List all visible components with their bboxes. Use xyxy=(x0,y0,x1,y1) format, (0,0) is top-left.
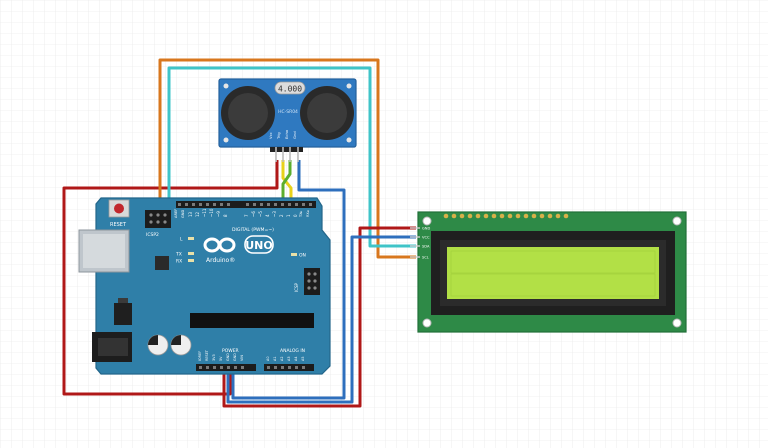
analog-label: ANALOG IN xyxy=(280,348,305,354)
digital-pin-label: ~10 xyxy=(209,208,214,217)
led-rx xyxy=(188,259,194,262)
power-pin-label: RESET xyxy=(205,349,209,361)
crystal xyxy=(274,81,306,95)
lcd-character-cells xyxy=(450,250,656,297)
mounting-hole xyxy=(346,83,352,89)
led-rx-label: RX xyxy=(176,259,182,265)
reset-label: RESET xyxy=(110,222,127,228)
mounting-hole xyxy=(672,216,682,226)
mounting-hole xyxy=(223,83,229,89)
mounting-hole xyxy=(422,318,432,328)
sensor-pin-label: Gnd xyxy=(292,131,297,139)
voltage-regulator xyxy=(114,303,132,325)
analog-pin-label: A0 xyxy=(266,357,270,361)
icsp2-header xyxy=(145,210,171,228)
lcd-pin-label: GND xyxy=(422,227,430,231)
mounting-hole xyxy=(346,137,352,143)
arduino-logo xyxy=(203,237,236,253)
arduino-uno-board[interactable]: RESET ICSP2 AREF GND 13 12 ~11 ~10 ~9 8 … xyxy=(78,197,331,375)
wire-cyan-top xyxy=(167,66,416,248)
ultrasonic-sensor[interactable]: 4.000 HC-SR04 Vcc Trig Echo Gnd xyxy=(218,78,357,162)
uno-badge xyxy=(244,235,274,254)
led-l-label: L xyxy=(180,237,183,243)
wire-blue-gnd xyxy=(231,160,346,400)
digital-pin-label: 4 xyxy=(265,214,270,217)
lcd-pin-label: SDA xyxy=(422,245,430,249)
sensor-header xyxy=(270,147,303,152)
wire-red-lcd xyxy=(222,226,416,408)
led-tx-label: TX xyxy=(175,252,182,258)
gnd-label: GND xyxy=(181,210,185,218)
mounting-hole xyxy=(422,216,432,226)
wire-orange-top xyxy=(158,58,416,259)
power-label: POWER xyxy=(222,348,239,354)
digital-pin-label: 1 xyxy=(286,214,291,217)
wire-red-vcc xyxy=(62,160,279,396)
sensor-model: HC-SR04 xyxy=(278,109,298,115)
led-tx xyxy=(188,252,194,255)
analog-pin-label: A3 xyxy=(287,357,291,361)
digital-pin-label: 7 xyxy=(244,214,249,217)
digital-pin-label: ~5 xyxy=(258,211,263,217)
uno-logo-text: UNO xyxy=(245,239,273,252)
digital-pin-label: ~6 xyxy=(251,211,256,217)
analog-pin-label: A1 xyxy=(273,357,277,361)
icsp-header xyxy=(304,268,320,295)
power-pin-label: VIN xyxy=(240,355,244,361)
power-pin-label: GND xyxy=(226,353,230,361)
digital-pin-label: 2 xyxy=(279,214,284,217)
atmega-chip xyxy=(190,313,314,328)
digital-pin-label: 8 xyxy=(223,214,228,217)
sensor-display: 4.000 xyxy=(278,85,302,94)
wire-green-echo xyxy=(281,160,292,210)
digital-label: DIGITAL (PWM=~) xyxy=(232,227,274,233)
lcd-module[interactable]: GND VCC SDA SCL xyxy=(410,211,687,333)
power-header xyxy=(196,364,256,371)
digital-pin-label: 0 xyxy=(293,214,298,217)
power-pin-label: GND xyxy=(233,353,237,361)
digital-pin-label: ~3 xyxy=(272,211,277,217)
power-pin-label: 5V xyxy=(219,356,223,361)
icsp2-label: ICSP2 xyxy=(146,232,159,238)
rx-pin-label: RX◂ xyxy=(306,210,310,217)
digital-pin-label: 13 xyxy=(188,211,193,217)
sensor-pin-label: Vcc xyxy=(268,132,273,139)
aref-label: AREF xyxy=(174,209,178,218)
icsp-label: ICSP xyxy=(294,282,299,292)
digital-pin-label: ~9 xyxy=(216,211,221,217)
lcd-pin-label: SCL xyxy=(422,256,429,260)
analog-pin-label: A5 xyxy=(301,357,305,361)
usb-chip xyxy=(155,256,169,270)
analog-pin-label: A4 xyxy=(294,357,298,361)
mounting-hole xyxy=(223,137,229,143)
sensor-pin-label: Echo xyxy=(284,129,289,139)
wire-blue-lcd xyxy=(226,235,416,404)
mounting-hole xyxy=(672,318,682,328)
power-pin-label: IOREF xyxy=(198,351,202,361)
digital-pin-label: ~11 xyxy=(202,208,207,217)
power-pin-label: 3V3 xyxy=(212,354,216,361)
digital-pin-label: 12 xyxy=(195,211,200,217)
lcd-pin-label: VCC xyxy=(422,236,430,240)
led-on xyxy=(291,253,297,256)
arduino-brand: Arduino® xyxy=(206,257,235,264)
wires xyxy=(62,58,416,408)
sensor-pin-label: Trig xyxy=(276,132,281,140)
lcd-pads xyxy=(443,213,569,219)
led-l xyxy=(188,237,194,240)
analog-pin-label: A2 xyxy=(280,357,284,361)
on-label: ON xyxy=(299,253,306,259)
tx-pin-label: TX▸ xyxy=(299,211,303,218)
